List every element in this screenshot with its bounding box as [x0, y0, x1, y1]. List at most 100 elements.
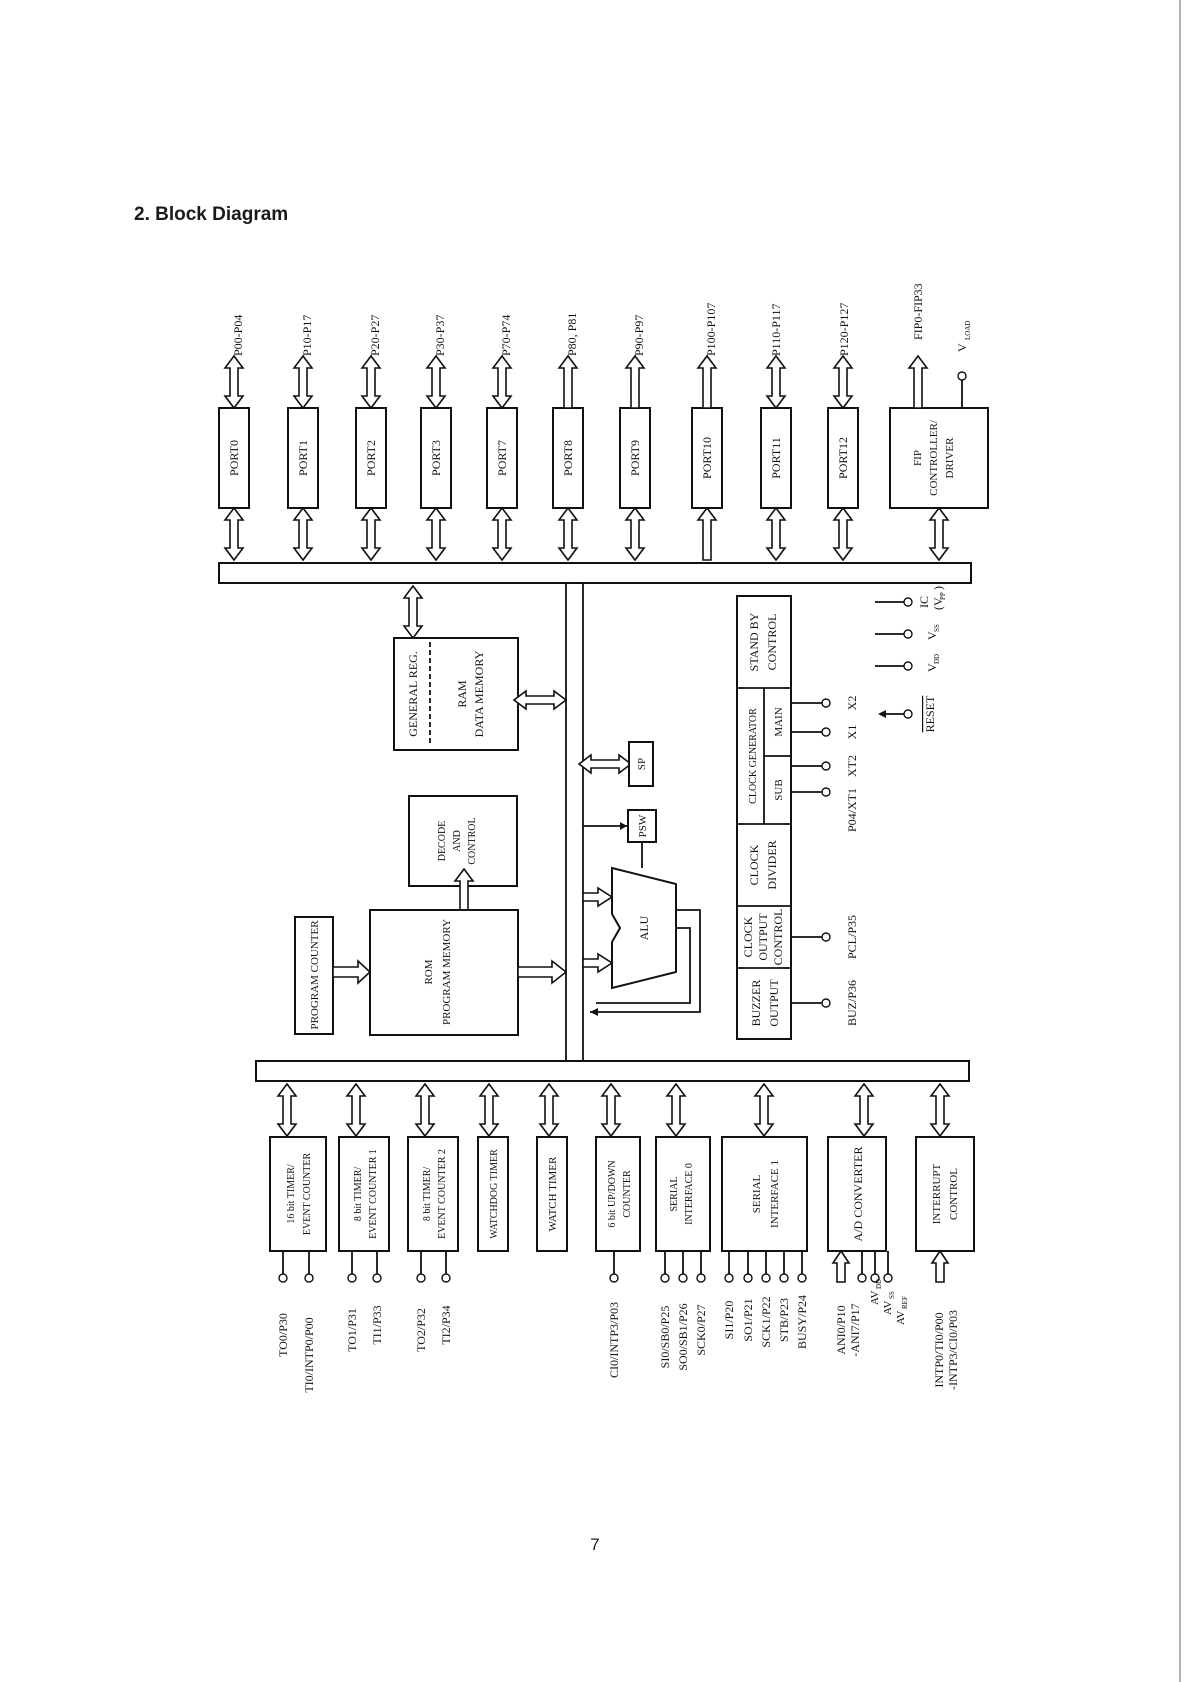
port8-bus-arrow: [558, 507, 578, 561]
intp0-label: INTP0/TI0/P00: [932, 1312, 946, 1387]
si1-label: SI1/P20: [722, 1301, 736, 1340]
serial1-label-1: SERIAL: [751, 1174, 763, 1213]
port0-pins: P00-P04: [231, 315, 245, 356]
ic-pin: [903, 597, 913, 607]
port11-label: PORT11: [769, 437, 783, 479]
updown-label-1: 6 bit UP/DOWN: [607, 1160, 618, 1227]
serial0-label-2: INTERFACE 0: [684, 1163, 695, 1225]
buzzer-label-2: OUTPUT: [767, 979, 781, 1027]
buzzer-label-1: BUZZER: [749, 980, 763, 1027]
vload-subscript: LOAD: [964, 321, 972, 340]
avref-subscript: REF: [901, 1296, 909, 1309]
vdd-label: V: [925, 663, 939, 672]
avdd-subscript: DD: [875, 1279, 883, 1289]
ani0-label: ANI0/P10: [834, 1305, 848, 1354]
port7-block: [486, 407, 518, 509]
port8-pins: P80, P81: [565, 313, 579, 356]
so0-label: SO0/SB1/P26: [676, 1303, 690, 1370]
decode-label-3: CONTROL: [467, 817, 478, 864]
timer2-block: [407, 1136, 459, 1252]
si0-pin: [660, 1273, 670, 1283]
vload-pin: [957, 371, 967, 381]
rom-bus-arrow: [517, 959, 568, 985]
avdd-label: AV: [869, 1290, 881, 1305]
buz-pin: [821, 998, 831, 1008]
busy-label: BUSY/P24: [795, 1295, 809, 1349]
ti1-label: TI1/P33: [370, 1305, 384, 1344]
output-label-3: CONTROL: [771, 909, 785, 966]
buz-label: BUZ/P36: [845, 980, 859, 1026]
psw-arrowhead: [620, 822, 627, 830]
ram-central-arrow: [513, 690, 567, 710]
port9-pin-arrow: [625, 355, 645, 409]
port0-label: PORT0: [227, 440, 241, 476]
cpu-core: GENERAL REG. RAM DATA MEMORY DECODE AND …: [294, 585, 701, 1036]
xt1-label: P04/XT1: [845, 788, 859, 832]
vss-pin: [903, 629, 913, 639]
to2-label: TO2/P32: [414, 1308, 428, 1352]
divider-label-2: DIVIDER: [765, 840, 779, 889]
x1-pin: [821, 727, 831, 737]
vpp-label: (V: [931, 597, 945, 610]
ci0-pin: [609, 1273, 619, 1283]
port9-pins: P90-P97: [632, 315, 646, 356]
clock-sub-label: SUB: [773, 779, 785, 800]
to0-pin: [278, 1273, 288, 1283]
port2-bus-arrow: [361, 507, 381, 561]
port7-pins: P70-P74: [499, 315, 513, 356]
sck0-pin: [696, 1273, 706, 1283]
standby-label-1: STAND BY: [747, 612, 761, 671]
pcl-label: PCL/P35: [845, 915, 859, 959]
si1-pin: [724, 1273, 734, 1283]
sp-label: SP: [636, 758, 648, 770]
port8-label: PORT8: [561, 440, 575, 476]
port1-pin-arrow: [293, 355, 313, 409]
psw-label: PSW: [637, 814, 649, 837]
fip-label-3: DRIVER: [944, 437, 956, 479]
vload-label: V: [955, 343, 969, 352]
port10-pin-arrow: [697, 355, 717, 409]
fip-pin-arrow: [908, 355, 928, 409]
adc-input-arrow: [831, 1249, 851, 1283]
ic-label: IC: [917, 596, 931, 608]
serial1-bus-arrow: [754, 1083, 774, 1137]
timer0-bus-arrow: [277, 1083, 297, 1137]
updown-block: [595, 1136, 641, 1252]
timer0-label-1: 16 bit TIMER/: [286, 1164, 297, 1223]
so1-pin: [743, 1273, 753, 1283]
vss-label: V: [925, 631, 939, 640]
ani7-label: -ANI7/P17: [848, 1303, 862, 1356]
so1-label: SO1/P21: [741, 1298, 755, 1341]
watchdog-bus-arrow: [479, 1083, 499, 1137]
ti0-label: TI0/INTP0/P00: [302, 1317, 316, 1392]
clock-generator-label: CLOCK GENERATOR: [748, 708, 759, 804]
port11-pins: P110-P117: [769, 304, 783, 356]
serial1-block: [721, 1136, 808, 1252]
xt2-pin: [821, 761, 831, 771]
port7-label: PORT7: [495, 440, 509, 476]
port8-pin-arrow: [558, 355, 578, 409]
bottom-bus: [255, 1060, 970, 1082]
alu-feedback-arrowhead: [590, 1008, 598, 1016]
adc-label: A/D CONVERTER: [851, 1147, 865, 1242]
rom-block: [369, 909, 519, 1036]
avref-pin: [883, 1273, 893, 1283]
reset-label: RESET: [923, 695, 937, 732]
watch-bus-arrow: [539, 1083, 559, 1137]
alu-feedback-2: [596, 927, 691, 1004]
internal-bus: [218, 562, 972, 1082]
timer2-label-2: EVENT COUNTER 2: [437, 1149, 448, 1239]
x2-pin: [821, 698, 831, 708]
avref-label: AV: [895, 1310, 907, 1325]
port7-bus-arrow: [492, 507, 512, 561]
ram-label-1: RAM: [455, 680, 469, 708]
port0-bus-arrow: [224, 507, 244, 561]
port1-bus-arrow: [293, 507, 313, 561]
serial0-bus-arrow: [666, 1083, 686, 1137]
ram-block: [393, 637, 519, 751]
ram-label-2: DATA MEMORY: [472, 650, 486, 737]
alu-feedback: [590, 909, 701, 1013]
rom-label-1: ROM: [423, 959, 435, 984]
program-counter-label: PROGRAM COUNTER: [309, 920, 321, 1030]
